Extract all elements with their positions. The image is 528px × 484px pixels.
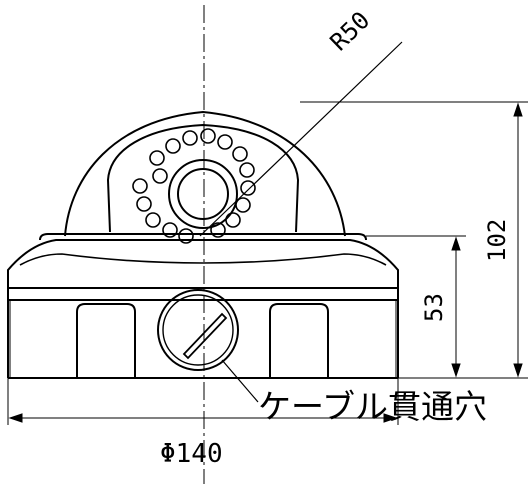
base-height-label: 53 — [420, 293, 448, 322]
camera-lens — [168, 159, 238, 229]
cable-hole-leader — [221, 359, 259, 403]
base-housing — [7, 239, 399, 379]
diameter-label: Φ140 — [160, 439, 223, 469]
base-height-dimension — [366, 235, 466, 378]
screw-slots — [76, 303, 329, 378]
diameter-dimension — [7, 378, 399, 425]
dome-trim — [39, 233, 367, 241]
total-height-label: 102 — [483, 219, 511, 262]
cable-hole-label: ケーブル貫通穴 — [258, 387, 487, 426]
lens-housing — [106, 123, 300, 233]
radius-label: R50 — [325, 6, 376, 56]
dome-outer — [64, 110, 346, 237]
radius-leader — [199, 41, 403, 237]
height-dimension — [300, 101, 528, 379]
cable-hole-cap — [157, 289, 239, 371]
